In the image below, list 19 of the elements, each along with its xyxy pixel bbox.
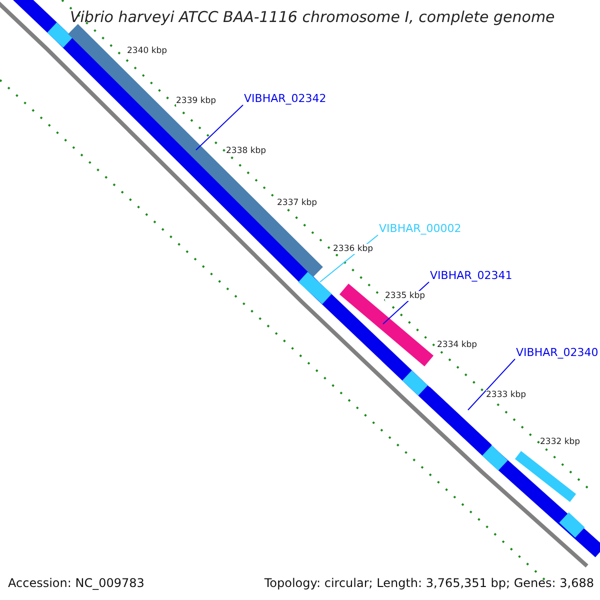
gene-label: VIBHAR_02341 [430,269,512,282]
footer-text: Accession: NC_009783 [8,576,144,590]
leader-line [196,104,244,150]
title: Vibrio harveyi ATCC BAA-1116 chromosome I, complete genome [70,8,555,26]
footer-text: Topology: circular; Length: 3,765,351 bp; Genes: 3,688 [264,576,594,590]
tick-label: 2337 kbp [277,198,318,208]
gene-label: VIBHAR_02342 [244,92,326,105]
tick-label: 2333 kbp [486,390,526,400]
gene-bar [339,284,434,366]
gene-label: VIBHAR_00002 [379,222,462,235]
tick-label: 2339 kbp [176,96,216,106]
gene-bar [298,272,332,304]
gene-label: VIBHAR_02340 [516,346,598,359]
tick-label: 2335 kbp [385,291,426,301]
tick-label: 2340 kbp [127,46,168,56]
leader-line [468,358,516,410]
tick-label: 2338 kbp [226,146,266,156]
tick-label: 2336 kbp [333,244,374,254]
tick-label: 2332 kbp [540,437,580,447]
